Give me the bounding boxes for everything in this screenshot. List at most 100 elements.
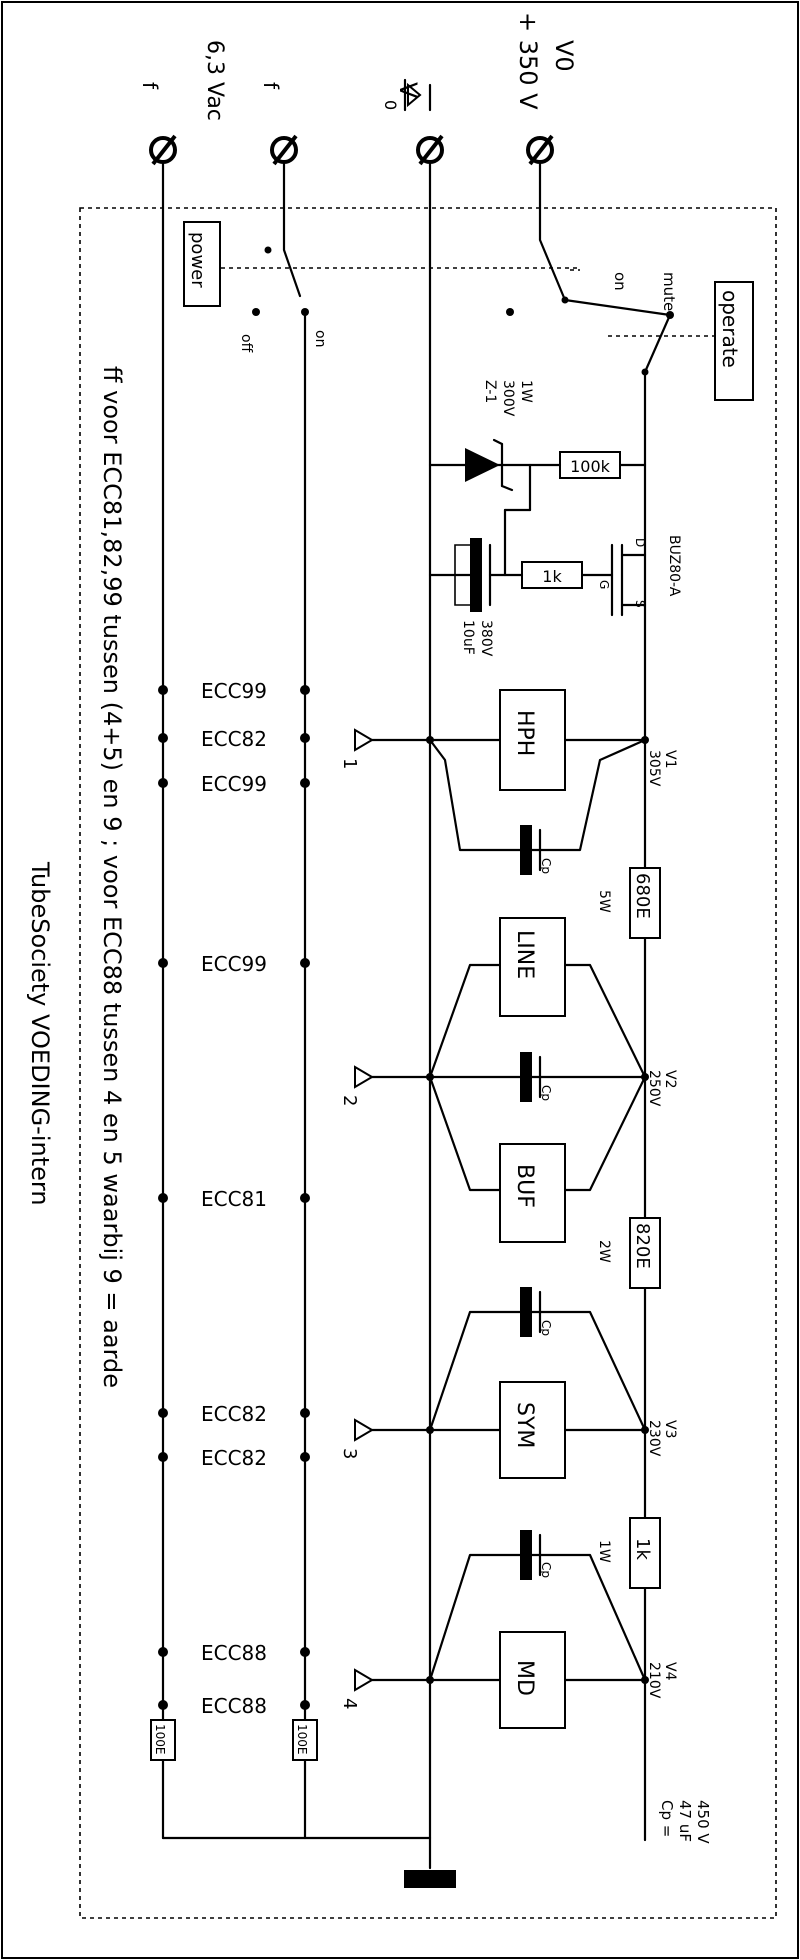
svg-text:BUF: BUF: [512, 1164, 537, 1208]
svg-text:ECC88: ECC88: [201, 1641, 267, 1665]
svg-text:SYM: SYM: [512, 1402, 537, 1448]
cp-note: Cp = 47 uF 450 V: [658, 1800, 712, 1847]
heater-note: ff voor ECC81,82,99 tussen (4+5) en 9 ; …: [98, 366, 126, 1388]
resistor-680e: 680E: [629, 867, 661, 939]
cp-v3-label: Cp: [539, 1320, 553, 1336]
module-sym: SYM: [499, 1381, 566, 1479]
tube-row: ECC99: [158, 772, 310, 796]
ground-v2: 2: [339, 1065, 432, 1106]
tube-row: ECC99: [158, 952, 310, 976]
svg-text:LINE: LINE: [512, 930, 537, 979]
cp-v3: [520, 1287, 542, 1337]
off-label: off: [238, 334, 254, 353]
on-label: on: [312, 330, 328, 347]
ground-node-index: 0: [381, 100, 400, 110]
resistor-1k-1w: 1k: [629, 1517, 661, 1589]
pin-g-label: G: [597, 580, 611, 589]
svg-text:1k: 1k: [542, 567, 562, 586]
svg-text:2: 2: [339, 1095, 360, 1106]
svg-text:ECC81: ECC81: [201, 1187, 267, 1211]
tube-row: ECC88: [158, 1694, 310, 1718]
svg-text:230V: 230V: [646, 1420, 662, 1457]
module-md: MD: [499, 1631, 566, 1729]
svg-text:MD: MD: [512, 1660, 537, 1696]
f2-label: f: [259, 82, 283, 90]
svg-text:100k: 100k: [570, 457, 611, 476]
svg-text:680E: 680E: [632, 873, 653, 919]
tube-row: ECC82: [158, 1446, 310, 1470]
terminal-f1: [149, 134, 177, 166]
mute-label: mute: [660, 272, 678, 311]
svg-text:V4: V4: [662, 1662, 678, 1681]
ground-v4: 4: [339, 1668, 432, 1709]
resistor-1k-gate: 1k: [521, 561, 583, 589]
module-line: LINE: [499, 917, 566, 1017]
terminal-v0: [416, 134, 444, 166]
cp-v1-label: Cp: [539, 858, 553, 874]
chassis-ground-symbol: [404, 1870, 456, 1888]
module-hph: HPH: [499, 689, 566, 791]
tube-row: ECC82: [158, 727, 310, 751]
zener-label: Z-1 300V 1W: [482, 380, 534, 421]
svg-text:operate: operate: [718, 290, 742, 368]
heater-switch-wire: [282, 162, 302, 298]
mosfet-buz80a: [610, 543, 647, 617]
svg-text:ECC99: ECC99: [201, 772, 267, 796]
svg-text:1k: 1k: [632, 1538, 653, 1560]
power-switch-label: power: [183, 221, 221, 307]
tube-row: ECC88: [158, 1641, 310, 1665]
resistor-100k: 100k: [559, 451, 621, 479]
zener-diode: [465, 438, 514, 492]
svg-text:250V: 250V: [646, 1070, 662, 1107]
svg-text:V3: V3: [662, 1420, 678, 1438]
mosfet-label: BUZ80-A: [666, 535, 682, 597]
svg-text:100E: 100E: [153, 1724, 167, 1755]
svg-text:ECC82: ECC82: [201, 1402, 267, 1426]
board-outline: [79, 207, 777, 1919]
cp-v1: [520, 825, 542, 875]
svg-text:305V: 305V: [646, 750, 662, 787]
rail-v1: V1 305V: [426, 736, 678, 852]
rail-v2: V2 250V: [426, 963, 678, 1192]
cp-v2-label: Cp: [539, 1085, 553, 1101]
tube-row: ECC82: [158, 1402, 310, 1426]
svg-text:4: 4: [339, 1698, 360, 1709]
r820-watt: 2W: [596, 1240, 612, 1263]
svg-text:210V: 210V: [646, 1662, 662, 1699]
hv-label: + 350 V: [514, 12, 542, 110]
v-node-label: V: [394, 82, 422, 99]
on2-label: on: [611, 272, 629, 291]
svg-text:HPH: HPH: [512, 710, 537, 756]
svg-text:ECC99: ECC99: [201, 952, 267, 976]
f1-label: f: [138, 82, 162, 90]
hv-wire: [538, 162, 567, 302]
ground-v1: 1: [339, 728, 432, 769]
cap-10uf-label: 10uF 380V: [460, 620, 494, 659]
terminal-hv: [526, 134, 554, 166]
module-buf: BUF: [499, 1143, 566, 1243]
r1k-watt: 1W: [596, 1540, 612, 1563]
r680-watt: 5W: [596, 890, 612, 913]
terminal-f2: [270, 134, 298, 166]
svg-text:ECC82: ECC82: [201, 1446, 267, 1470]
svg-text:ECC82: ECC82: [201, 727, 267, 751]
svg-text:3: 3: [339, 1448, 360, 1459]
cp-v2: [520, 1052, 542, 1102]
tube-list: ECC99 ECC82 ECC99 ECC99 ECC81 ECC82 ECC8…: [158, 679, 310, 1718]
tube-row: ECC81: [158, 1187, 310, 1211]
cp-v4-label: Cp: [539, 1562, 553, 1578]
ground-node-symbol: [403, 78, 432, 112]
ground-v3: 3: [339, 1418, 432, 1459]
v0-label: V0: [550, 40, 578, 72]
resistor-100e-2: 100E: [150, 1719, 176, 1761]
svg-text:ECC88: ECC88: [201, 1694, 267, 1718]
cp-v4: [520, 1530, 542, 1580]
svg-text:820E: 820E: [632, 1223, 653, 1269]
svg-text:power: power: [187, 232, 208, 288]
diagram-title: TubeSociety VOEDING-intern: [26, 861, 54, 1206]
svg-text:ECC99: ECC99: [201, 679, 267, 703]
svg-text:1: 1: [339, 758, 360, 769]
pin-d-label: D: [633, 538, 647, 547]
